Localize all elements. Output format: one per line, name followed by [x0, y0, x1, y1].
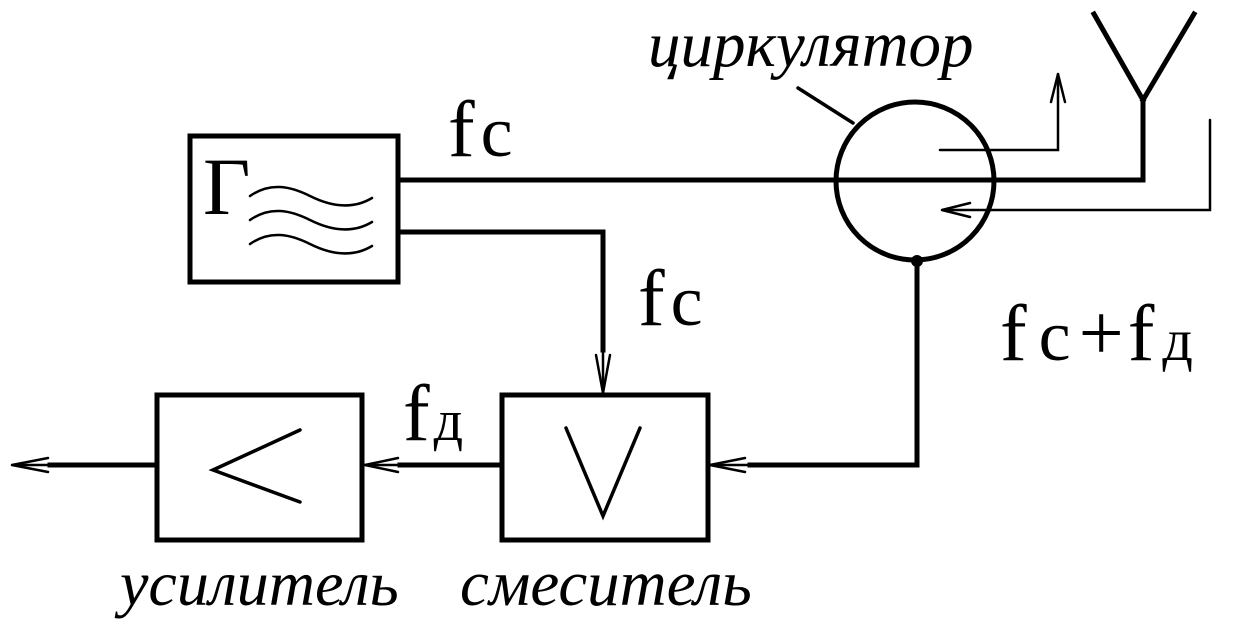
- freq-symbol: f: [1000, 290, 1027, 378]
- arrow-up-icon: [1049, 73, 1067, 104]
- freq-subscript: c: [1039, 296, 1071, 376]
- plus-operator: +: [1079, 290, 1124, 378]
- amplifier-label: усилитель: [114, 548, 399, 619]
- rx-line: [747, 259, 920, 468]
- tx-direction-arrow: [938, 72, 1067, 152]
- wave-line: [248, 209, 374, 231]
- tx-arrow-line: [938, 72, 1060, 152]
- wave-line: [248, 233, 374, 255]
- rx-direction-arrow: [940, 118, 1212, 219]
- freq-symbol: f: [638, 255, 665, 343]
- circulator-label: циркулятор: [648, 9, 974, 81]
- lo-line: [395, 229, 606, 353]
- amplifier-box: [154, 392, 365, 543]
- arrow-left-icon: [11, 456, 50, 474]
- generator-block: Г: [187, 133, 401, 285]
- mixer-symbol: [564, 426, 642, 521]
- antenna-icon: [1090, 10, 1198, 183]
- freq-symbol: f: [403, 370, 430, 458]
- antenna-arm-right: [1139, 10, 1198, 104]
- sine-wave-icon: [248, 185, 374, 255]
- circulator-block: циркулятор: [648, 9, 997, 267]
- amplifier-symbol: [208, 428, 302, 504]
- freq-subscript: c: [481, 92, 513, 172]
- mixer-block: смеситель: [460, 392, 752, 620]
- signal-label-lo: fc: [638, 255, 703, 343]
- mixer-box: [499, 392, 711, 543]
- arrow-left-icon: [941, 201, 972, 219]
- antenna-arm-left: [1090, 10, 1147, 104]
- freq-symbol: f: [1128, 290, 1155, 378]
- circulator-leader-line: [796, 86, 855, 125]
- amplifier-block: усилитель: [114, 392, 399, 619]
- generator-box: [187, 133, 401, 285]
- signal-label-tx: fc: [448, 86, 513, 174]
- freq-symbol: f: [448, 86, 475, 174]
- freq-subscript: д: [434, 388, 464, 453]
- wave-line: [248, 185, 374, 207]
- rx-arrow-line: [940, 118, 1212, 212]
- signal-label-if: fд: [403, 370, 463, 458]
- generator-symbol: Г: [203, 141, 250, 232]
- freq-subscript: д: [1162, 307, 1193, 373]
- mixer-label: смеситель: [460, 548, 752, 620]
- arrow-left-icon: [364, 456, 400, 474]
- freq-subscript: c: [671, 261, 703, 341]
